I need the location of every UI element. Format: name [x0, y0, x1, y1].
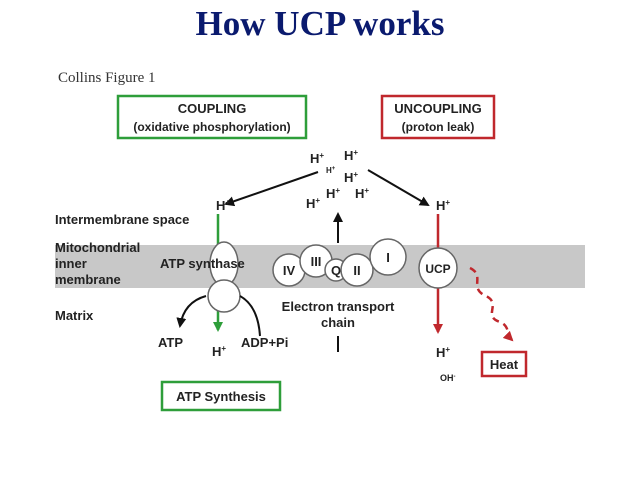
proton-cluster: H+ H+ H+ H+ H+ H+ H+ [306, 148, 369, 211]
heat-box [480, 350, 528, 378]
svg-text:H+: H+ [306, 196, 320, 211]
ucp-protein [418, 247, 458, 289]
svg-text:H+: H+ [326, 166, 336, 175]
heat-wavy-arrow [469, 266, 514, 342]
proton-label-matrix-right: H+ [436, 345, 450, 360]
page-title: How UCP works [195, 4, 445, 43]
matrix-label: Matrix [55, 308, 94, 323]
coupling-subtitle: (oxidative phosphorylation) [133, 120, 290, 134]
arrow-from-adp [239, 295, 261, 337]
arrow-to-uncoupling [367, 169, 430, 207]
hydroxide-label: OH- [440, 373, 456, 383]
heat-label: Heat [490, 357, 519, 372]
atp-synthase-label: ATP synthase [160, 256, 245, 271]
proton-label-right: H+ [436, 198, 450, 213]
svg-text:IV: IV [283, 263, 296, 278]
atp-label: ATP [158, 335, 183, 350]
membrane-label-line1: Mitochondrial [55, 240, 140, 255]
complex-ii [340, 253, 374, 287]
svg-text:II: II [353, 263, 360, 278]
coupling-box [116, 94, 308, 140]
uncoupling-subtitle: (proton leak) [402, 120, 475, 134]
coupling-title: COUPLING [178, 101, 247, 116]
adp-pi-label: ADP+Pi [241, 335, 288, 350]
etc-label-line1: Electron transport [282, 299, 395, 314]
intermembrane-space-label: Intermembrane space [55, 212, 189, 227]
arrow-to-atp [176, 295, 207, 328]
svg-text:III: III [311, 254, 322, 269]
complex-i [369, 238, 407, 276]
membrane-label-line3: membrane [55, 272, 121, 287]
proton-label-left: H+ [216, 198, 230, 213]
proton-label-matrix-left: H+ [212, 344, 226, 359]
etc-label-line2: chain [321, 315, 355, 330]
svg-text:H+: H+ [344, 148, 358, 163]
atp-synthesis-box [160, 380, 282, 412]
arrow-to-coupling [224, 171, 319, 207]
svg-text:Q: Q [331, 263, 341, 278]
atp-synthesis-label: ATP Synthesis [176, 389, 266, 404]
figure-caption: Collins Figure 1 [58, 70, 156, 86]
svg-text:H+: H+ [326, 186, 340, 201]
membrane-label-line2: inner [55, 256, 87, 271]
atp-synthase-f1 [207, 279, 241, 313]
uncoupling-title: UNCOUPLING [394, 101, 481, 116]
ucp-label: UCP [425, 262, 450, 276]
svg-text:H+: H+ [344, 170, 358, 185]
svg-text:H+: H+ [310, 151, 324, 166]
svg-text:H+: H+ [355, 186, 369, 201]
uncoupling-box [380, 94, 496, 140]
svg-text:I: I [386, 250, 390, 265]
